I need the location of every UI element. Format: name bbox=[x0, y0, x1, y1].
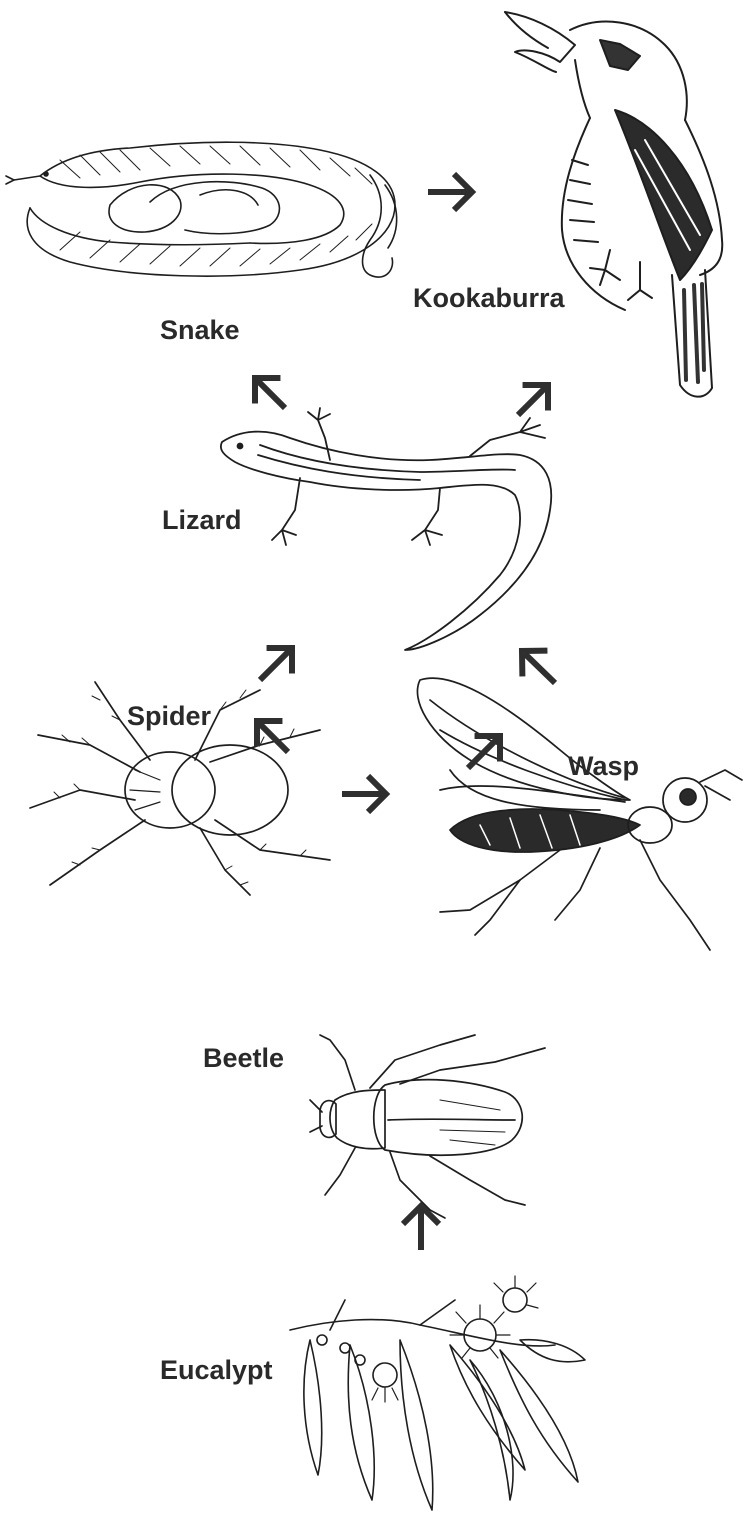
arrow-lizard-to-snake bbox=[255, 378, 285, 408]
arrow-spider-to-lizard bbox=[260, 648, 292, 680]
label-spider: Spider bbox=[127, 703, 211, 730]
eucalypt-drawing bbox=[290, 1276, 585, 1510]
snake-drawing bbox=[6, 142, 397, 277]
label-lizard: Lizard bbox=[162, 507, 242, 534]
arrow-snake-to-kookaburra bbox=[428, 174, 472, 210]
arrow-wasp-to-lizard bbox=[522, 651, 555, 683]
label-snake: Snake bbox=[160, 317, 240, 344]
label-eucalypt: Eucalypt bbox=[160, 1357, 273, 1384]
label-kookaburra: Kookaburra bbox=[413, 285, 565, 312]
arrow-lizard-to-kookaburra bbox=[518, 385, 548, 415]
label-beetle: Beetle bbox=[203, 1045, 284, 1072]
label-wasp: Wasp bbox=[568, 753, 639, 780]
lizard-drawing bbox=[221, 408, 551, 650]
wasp-drawing bbox=[417, 678, 742, 950]
arrow-beetle-to-spider bbox=[257, 721, 288, 752]
beetle-drawing bbox=[310, 1035, 545, 1218]
kookaburra-drawing bbox=[505, 12, 722, 397]
arrow-beetle-to-wasp bbox=[468, 736, 500, 768]
arrow-spider-to-wasp bbox=[342, 776, 386, 812]
